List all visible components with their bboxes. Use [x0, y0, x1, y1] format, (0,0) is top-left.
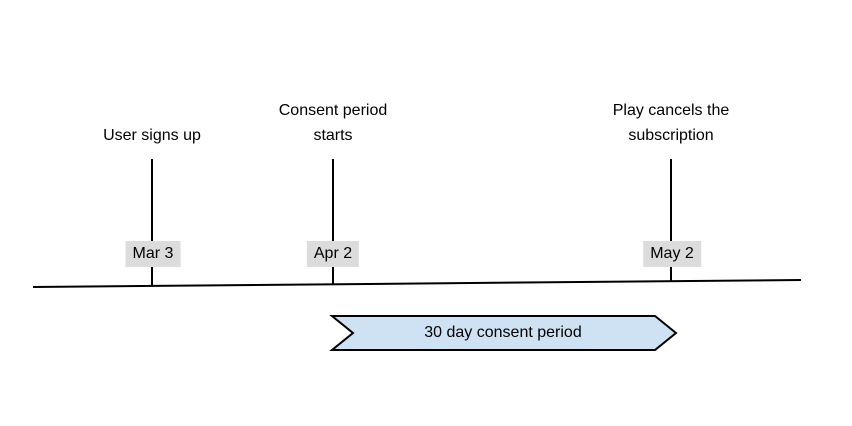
- event-label-text: Play cancels the subscription: [612, 102, 730, 144]
- consent-period-banner-label: 30 day consent period: [424, 324, 582, 341]
- timeline-axis: [32, 279, 802, 288]
- event-label-play-cancels-subscription: Play cancels the subscription: [589, 96, 754, 148]
- event-label-text: User signs up: [103, 127, 201, 144]
- date-badge-mar-3: Mar 3: [125, 241, 181, 267]
- consent-period-banner-shape: [329, 315, 678, 351]
- date-badge-apr-2: Apr 2: [306, 241, 360, 267]
- date-badge-may-2: May 2: [643, 241, 701, 267]
- event-label-consent-period-starts: Consent period starts: [258, 96, 408, 148]
- event-label-user-signs-up: User signs up: [72, 96, 232, 148]
- event-label-text: Consent period starts: [278, 102, 388, 144]
